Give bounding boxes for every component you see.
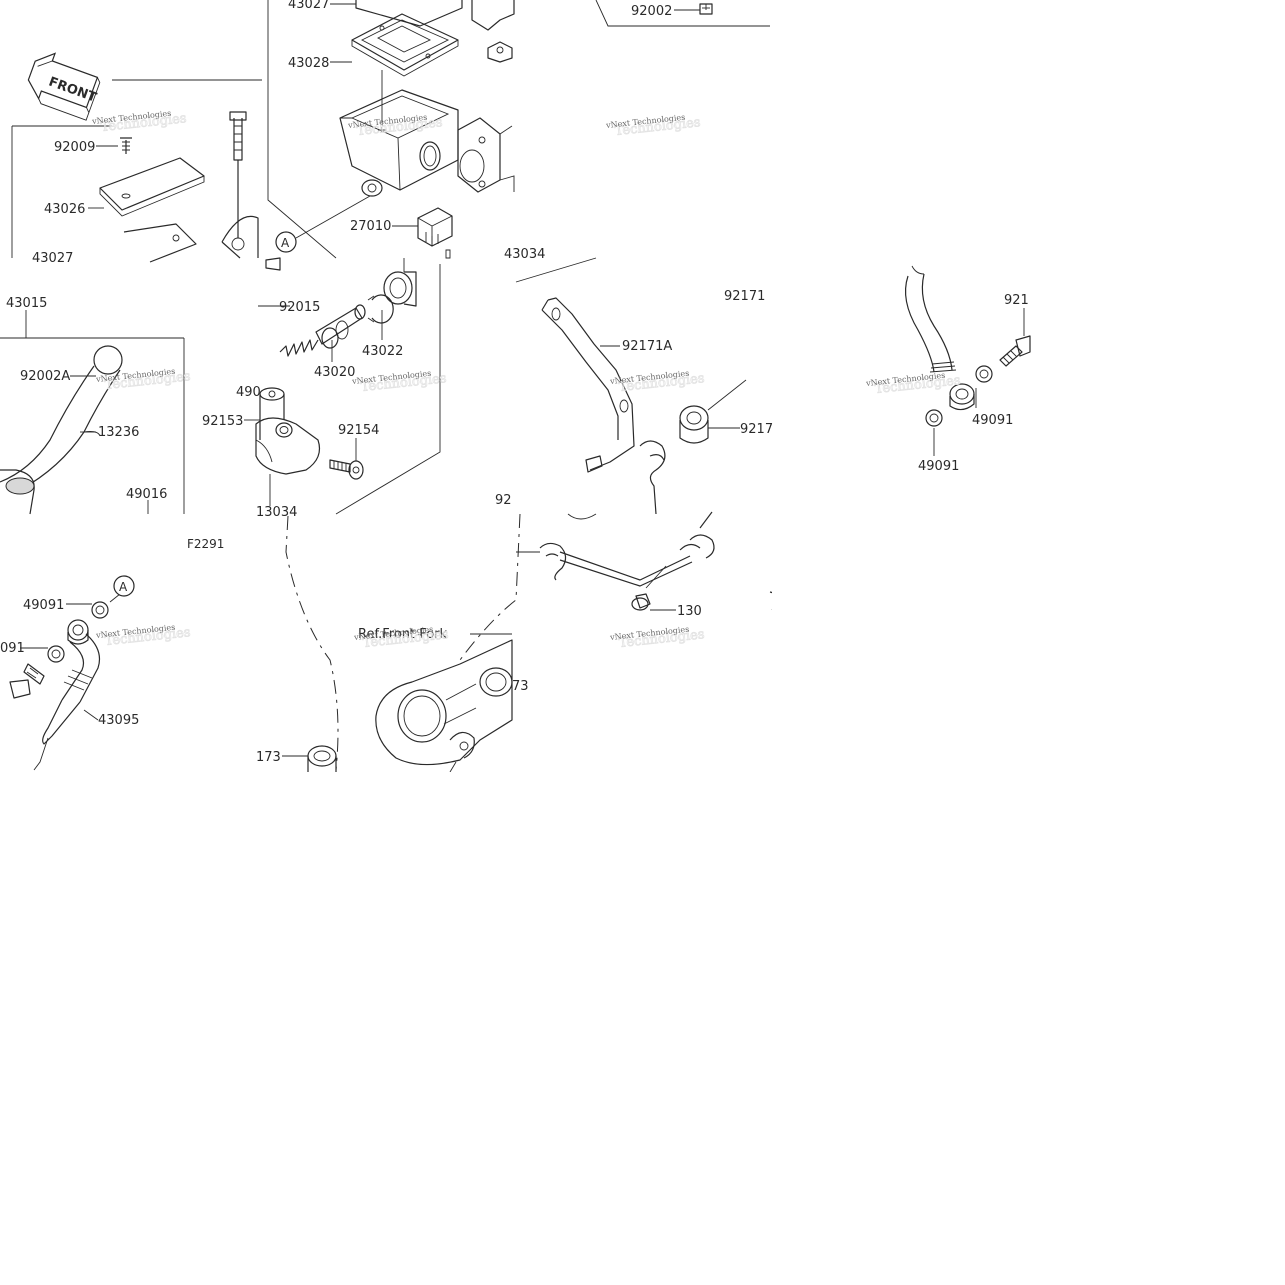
label-130: 130 xyxy=(677,604,702,619)
label-ref-front-fork: Ref.Front Fork xyxy=(358,627,448,642)
brake-switch xyxy=(417,207,453,259)
nut-92002 xyxy=(699,3,713,15)
wire-clip-lower xyxy=(539,511,779,611)
label-43015: 43015 xyxy=(6,296,47,311)
label-43022: 43022 xyxy=(362,344,403,359)
svg-text:A: A xyxy=(281,236,290,250)
label-F2291: F2291 xyxy=(187,537,224,551)
bolt-92154 xyxy=(329,438,364,480)
label-49091-right-2: 49091 xyxy=(918,459,959,474)
master-cylinder xyxy=(339,0,515,197)
label-49016: 49016 xyxy=(126,487,167,502)
label-43020: 43020 xyxy=(314,365,355,380)
frame-lines xyxy=(0,0,770,515)
label-92009: 92009 xyxy=(54,140,95,155)
label-43026: 43026 xyxy=(44,202,85,217)
label-92171: 92171 xyxy=(724,289,765,304)
svg-text:A: A xyxy=(119,580,128,594)
label-173: 173 xyxy=(256,750,281,765)
label-091: 091 xyxy=(0,641,25,656)
label-92002: 92002 xyxy=(631,4,672,19)
label-92153: 92153 xyxy=(202,414,243,429)
brake-hose-left xyxy=(9,593,121,771)
label-49091-left: 49091 xyxy=(23,598,64,613)
label-490: 490 xyxy=(236,385,261,400)
pivot-bolt xyxy=(221,111,281,271)
label-92: 92 xyxy=(495,493,512,508)
label-13236: 13236 xyxy=(98,425,139,440)
leader-lines xyxy=(20,3,740,757)
fork-clamp xyxy=(307,639,513,773)
lever-holder xyxy=(255,387,321,506)
label-13034: 13034 xyxy=(256,505,297,520)
label-43095: 43095 xyxy=(98,713,139,728)
reservoir-cap xyxy=(99,137,205,263)
label-92015: 92015 xyxy=(279,300,320,315)
label-92002A: 92002A xyxy=(20,369,70,384)
label-43028: 43028 xyxy=(288,56,329,71)
callout-a-top: A xyxy=(275,231,297,253)
label-92171A: 92171A xyxy=(622,339,672,354)
label-43027-top: 43027 xyxy=(288,0,329,12)
label-92154: 92154 xyxy=(338,423,379,438)
label-27010: 27010 xyxy=(350,219,391,234)
front-arrow-icon: FRONT xyxy=(27,52,101,121)
piston-kit xyxy=(279,258,417,357)
part-labels: 43027 43028 92002 92009 43026 43027 2701… xyxy=(0,0,1029,765)
callout-a-bottom: A xyxy=(113,575,135,597)
bracket-92171A xyxy=(541,297,747,515)
brake-hose-right xyxy=(905,265,1031,456)
label-49091-right-1: 49091 xyxy=(972,413,1013,428)
label-43027: 43027 xyxy=(32,251,73,266)
label-921: 921 xyxy=(1004,293,1029,308)
label-73: 73 xyxy=(512,679,529,694)
label-43034: 43034 xyxy=(504,247,545,262)
routing-dashed xyxy=(285,513,521,771)
label-9217: 9217 xyxy=(740,422,773,437)
